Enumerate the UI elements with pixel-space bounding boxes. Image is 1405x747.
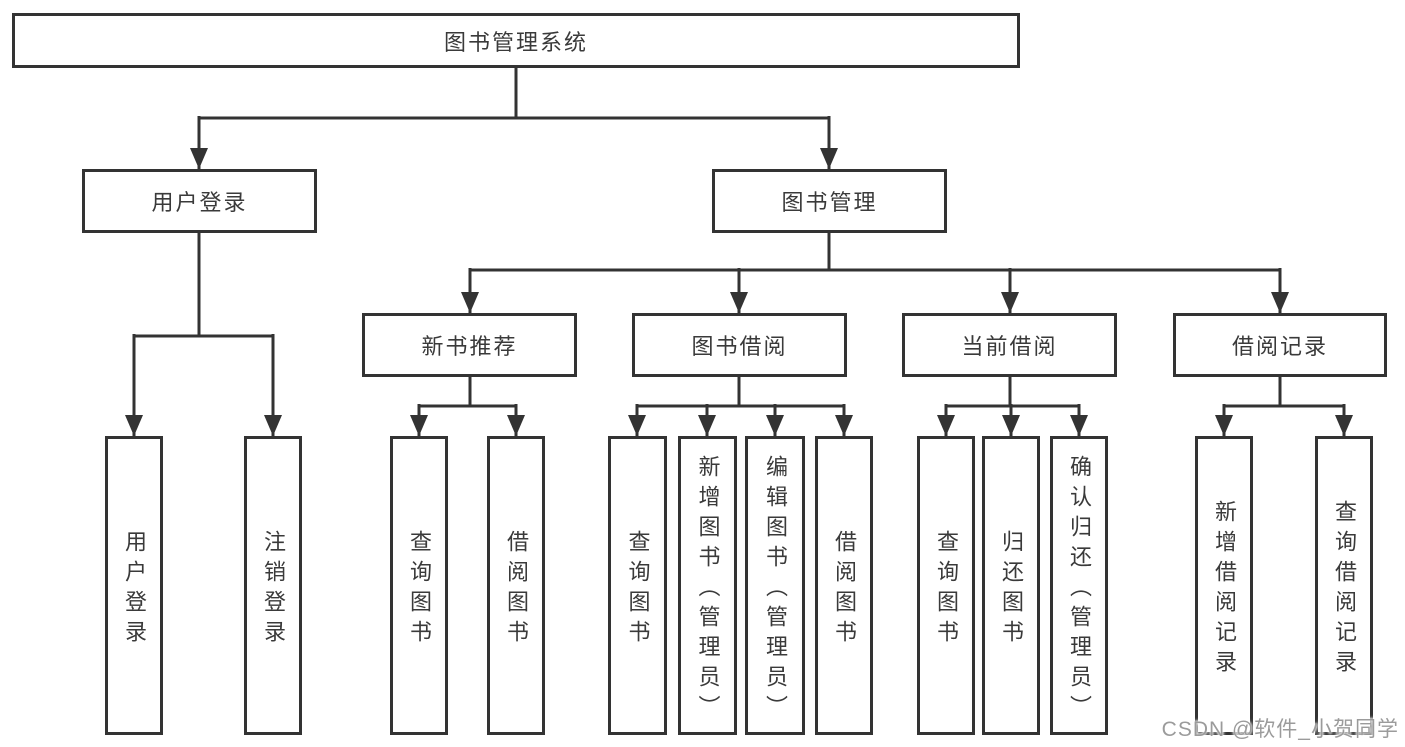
- node-borrow-records: 借阅记录: [1173, 313, 1387, 377]
- watermark: CSDN @软件_小贺同学: [1161, 718, 1399, 741]
- leaf-return-books: 归还图书: [982, 436, 1040, 735]
- node-label: 借阅图书: [832, 529, 857, 650]
- node-label: 查询借阅记录: [1332, 499, 1357, 680]
- leaf-user-login: 用户登录: [105, 436, 163, 735]
- node-label: 新增图书（管理员）: [695, 454, 721, 725]
- node-label: 图书管理系统: [443, 29, 588, 55]
- node-label: 新增借阅记录: [1212, 499, 1237, 680]
- leaf-add-books-admin: 新增图书（管理员）: [678, 436, 737, 735]
- leaf-query-borrow-record: 查询借阅记录: [1315, 436, 1373, 735]
- node-new-book-recommend: 新书推荐: [362, 313, 577, 377]
- node-label: 用户登录: [151, 190, 248, 215]
- node-label: 借阅记录: [1231, 334, 1328, 359]
- leaf-logout: 注销登录: [244, 436, 302, 735]
- leaf-borrow-books: 借阅图书: [815, 436, 873, 735]
- node-label: 查询图书: [407, 529, 432, 650]
- node-label: 归还图书: [999, 529, 1024, 650]
- node-library-management-system: 图书管理系统: [12, 13, 1020, 68]
- leaf-edit-books-admin: 编辑图书（管理员）: [745, 436, 805, 735]
- node-current-borrow: 当前借阅: [902, 313, 1117, 377]
- node-user-login: 用户登录: [82, 169, 317, 233]
- node-book-borrow: 图书借阅: [632, 313, 847, 377]
- node-label: 当前借阅: [961, 334, 1058, 359]
- leaf-query-books-recommend: 查询图书: [390, 436, 448, 735]
- node-label: 查询图书: [934, 529, 959, 650]
- leaf-borrow-books-recommend: 借阅图书: [487, 436, 545, 735]
- node-label: 编辑图书（管理员）: [763, 454, 788, 725]
- node-label: 新书推荐: [421, 334, 518, 359]
- node-label: 图书借阅: [691, 334, 788, 359]
- leaf-query-books-current: 查询图书: [917, 436, 975, 735]
- node-label: 确认归还（管理员）: [1067, 454, 1092, 725]
- node-label: 查询图书: [625, 529, 651, 650]
- node-book-management: 图书管理: [712, 169, 947, 233]
- node-label: 注销登录: [261, 529, 286, 650]
- node-label: 用户登录: [122, 529, 147, 650]
- leaf-confirm-return-admin: 确认归还（管理员）: [1050, 436, 1108, 735]
- leaf-query-books-borrow: 查询图书: [608, 436, 667, 735]
- node-label: 图书管理: [781, 190, 878, 215]
- node-label: 借阅图书: [504, 529, 529, 650]
- leaf-add-borrow-record: 新增借阅记录: [1195, 436, 1253, 735]
